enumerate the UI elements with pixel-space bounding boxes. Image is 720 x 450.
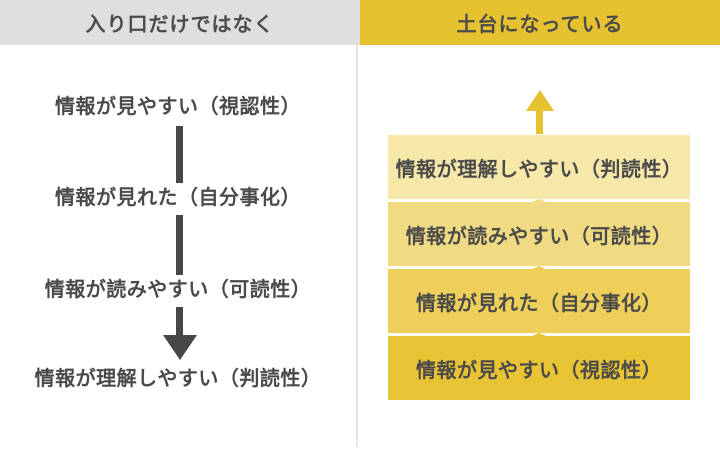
flow-step-personalization: 情報が見れた（自分事化） bbox=[55, 187, 301, 209]
flow-step-legibility: 情報が理解しやすい（判読性） bbox=[34, 368, 322, 390]
flow-step-readability: 情報が読みやすい（可読性） bbox=[44, 279, 312, 301]
down-arrow-segment bbox=[176, 307, 183, 336]
flow-step-visibility: 情報が見やすい（視認性） bbox=[55, 96, 301, 118]
layer-label: 情報が理解しやすい（判読性） bbox=[395, 158, 683, 181]
foundation-layer-visibility: 情報が見やすい（視認性） bbox=[388, 333, 690, 400]
up-arrow-shaft bbox=[536, 110, 543, 134]
layer-notch-icon bbox=[532, 333, 546, 336]
right-panel-header: 土台になっている bbox=[360, 0, 720, 45]
foundation-layer-personalization: 情報が見れた（自分事化） bbox=[388, 266, 690, 333]
layer-label: 情報が見やすい（視認性） bbox=[416, 359, 662, 382]
down-arrow-segment bbox=[176, 126, 183, 183]
layer-notch-icon bbox=[532, 266, 546, 269]
down-arrow-segment bbox=[176, 215, 183, 275]
down-arrow-icon bbox=[163, 335, 197, 360]
layer-label: 情報が読みやすい（可読性） bbox=[405, 225, 673, 248]
left-panel-header: 入り口だけではなく bbox=[0, 0, 360, 45]
layer-label: 情報が見れた（自分事化） bbox=[416, 292, 662, 315]
foundation-layer-readability: 情報が読みやすい（可読性） bbox=[388, 199, 690, 266]
up-arrow-icon bbox=[526, 90, 554, 111]
foundation-layer-legibility: 情報が理解しやすい（判読性） bbox=[388, 135, 690, 199]
column-divider bbox=[356, 45, 358, 447]
layer-notch-icon bbox=[532, 199, 546, 202]
